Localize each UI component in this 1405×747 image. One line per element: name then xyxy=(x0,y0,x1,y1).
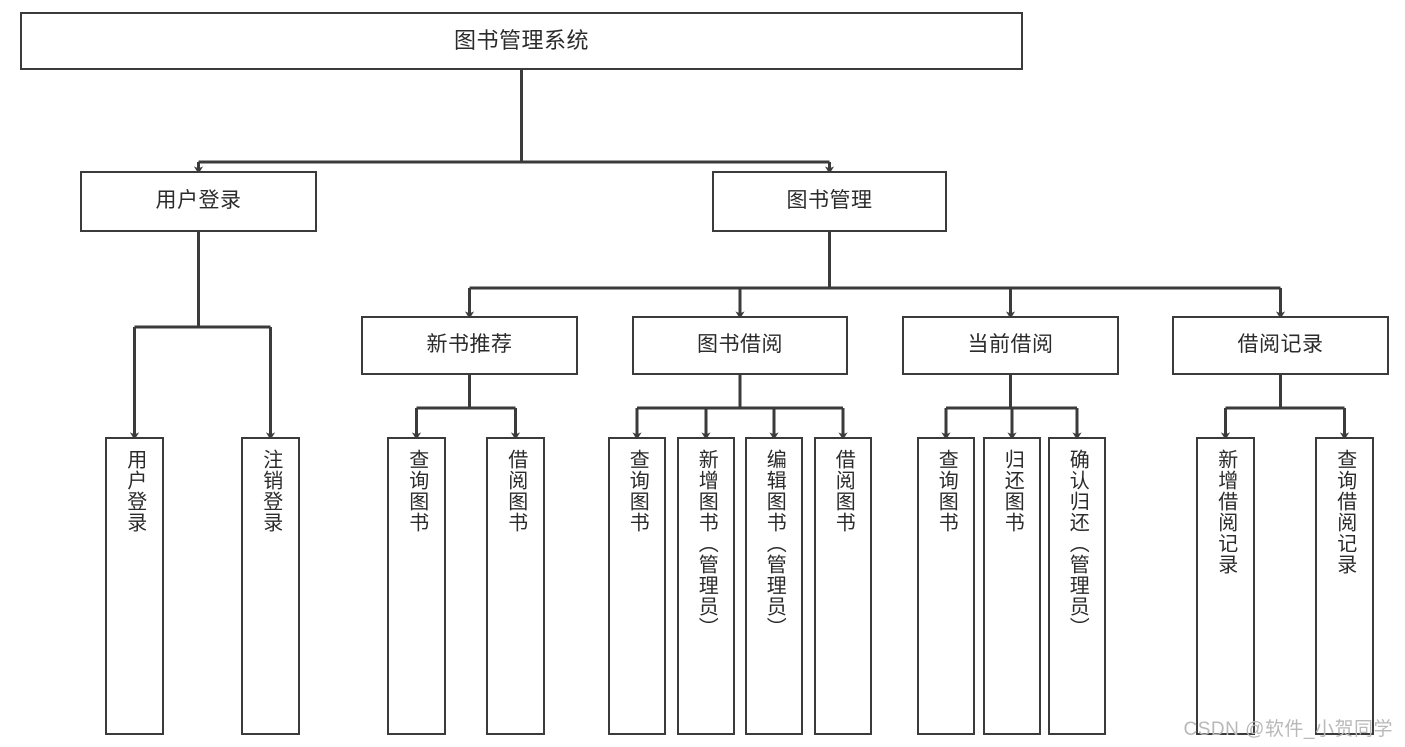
node-new-book-rec[interactable]: 新书推荐 xyxy=(361,316,578,375)
node-label-leaf-return-book: 归还图书 xyxy=(1001,449,1024,533)
node-book-borrow[interactable]: 图书借阅 xyxy=(632,316,848,375)
node-label-leaf-query-book-2: 查询图书 xyxy=(626,449,649,533)
node-label-user-login: 用户登录 xyxy=(155,189,242,213)
node-label-new-book-rec: 新书推荐 xyxy=(426,333,513,357)
node-leaf-borrow-book-1[interactable]: 借阅图书 xyxy=(486,437,545,735)
node-leaf-user-login[interactable]: 用户登录 xyxy=(105,437,164,735)
node-label-current-borrow: 当前借阅 xyxy=(967,333,1054,357)
node-book-manage[interactable]: 图书管理 xyxy=(712,171,947,232)
node-label-leaf-borrow-book-1: 借阅图书 xyxy=(504,449,527,533)
node-leaf-borrow-book-2[interactable]: 借阅图书 xyxy=(814,437,872,735)
node-label-leaf-edit-book: 编辑图书（管理员） xyxy=(763,449,786,638)
node-label-leaf-query-record: 查询借阅记录 xyxy=(1333,449,1356,575)
node-label-root: 图书管理系统 xyxy=(453,28,589,54)
node-leaf-edit-book[interactable]: 编辑图书（管理员） xyxy=(745,437,803,735)
node-leaf-add-book[interactable]: 新增图书（管理员） xyxy=(677,437,735,735)
node-leaf-return-book[interactable]: 归还图书 xyxy=(983,437,1041,735)
node-leaf-confirm-return[interactable]: 确认归还（管理员） xyxy=(1048,437,1106,735)
node-user-login[interactable]: 用户登录 xyxy=(80,171,317,232)
node-label-leaf-user-login: 用户登录 xyxy=(123,449,146,533)
node-label-book-borrow: 图书借阅 xyxy=(697,333,783,357)
node-label-leaf-add-book: 新增图书（管理员） xyxy=(695,449,718,638)
node-leaf-query-book-1[interactable]: 查询图书 xyxy=(387,437,446,735)
node-root[interactable]: 图书管理系统 xyxy=(20,12,1023,70)
node-leaf-query-book-3[interactable]: 查询图书 xyxy=(917,437,975,735)
node-label-borrow-record: 借阅记录 xyxy=(1237,333,1324,357)
node-label-leaf-query-book-1: 查询图书 xyxy=(405,449,428,533)
node-label-leaf-borrow-book-2: 借阅图书 xyxy=(832,449,855,533)
node-label-leaf-confirm-return: 确认归还（管理员） xyxy=(1066,449,1089,638)
node-current-borrow[interactable]: 当前借阅 xyxy=(902,316,1119,375)
node-label-leaf-add-record: 新增借阅记录 xyxy=(1214,449,1237,575)
node-label-leaf-query-book-3: 查询图书 xyxy=(935,449,958,533)
node-label-leaf-logout: 注销登录 xyxy=(259,449,282,533)
node-leaf-logout[interactable]: 注销登录 xyxy=(241,437,300,735)
node-label-book-manage: 图书管理 xyxy=(786,189,873,213)
node-leaf-query-record[interactable]: 查询借阅记录 xyxy=(1315,437,1374,735)
node-borrow-record[interactable]: 借阅记录 xyxy=(1172,316,1389,375)
csdn-watermark: CSDN @软件_小贺同学 xyxy=(1183,719,1393,740)
node-leaf-query-book-2[interactable]: 查询图书 xyxy=(608,437,666,735)
node-leaf-add-record[interactable]: 新增借阅记录 xyxy=(1196,437,1255,735)
